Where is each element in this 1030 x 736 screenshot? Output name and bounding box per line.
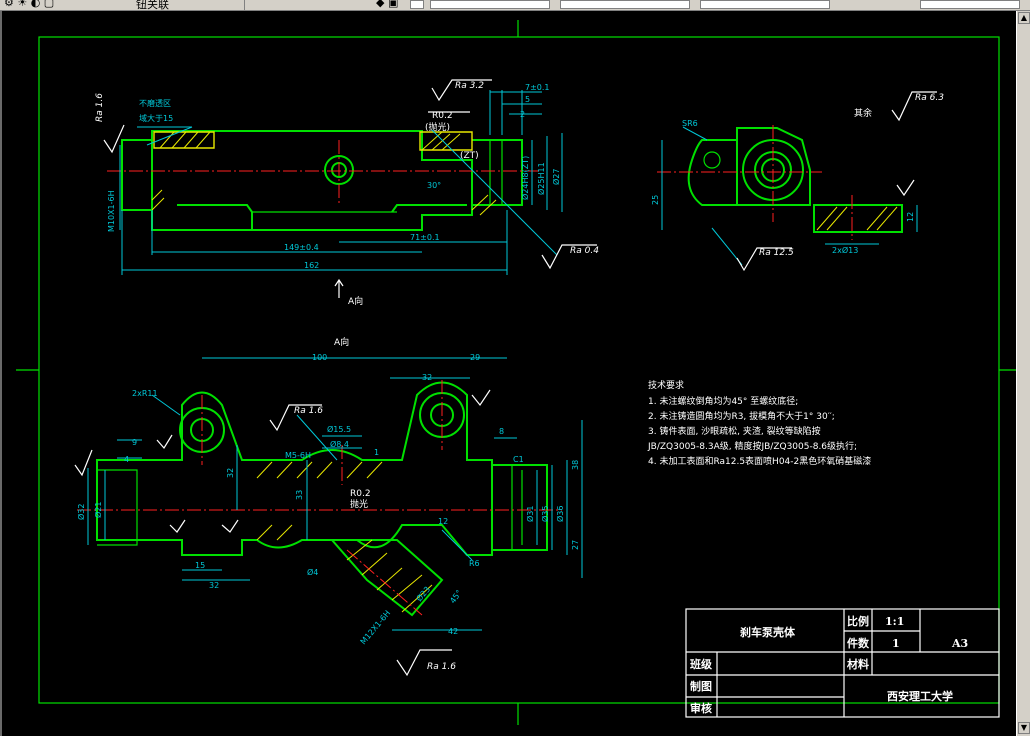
dim4-label: 4: [124, 455, 129, 464]
dim42-label: 42: [448, 627, 458, 636]
linetype-dropdown[interactable]: [700, 0, 830, 9]
title-block: 刹车泵壳体 比例 1:1 件数 1 A3 材料 班级 制图 审核 西安理工大学: [685, 608, 1000, 718]
drawn-label: 制图: [690, 679, 712, 693]
dim32v-label: 32: [226, 468, 235, 478]
toolbar: ⚙ ☀ ◐ ▢ 钮关联 ◆ ▣: [0, 0, 1030, 11]
d25-label: Ø25H11: [536, 162, 546, 195]
toolbar-separator: [244, 0, 245, 10]
dim2-label: 2: [520, 110, 525, 119]
tech-line-4: JB/ZQ3005-8.3A级, 精度按JB/ZQ3005-8.6级执行;: [647, 440, 857, 452]
sr6-label: SR6: [682, 119, 698, 128]
dim32-top-label: 32: [422, 373, 432, 382]
qty-label: 件数: [847, 636, 870, 650]
part-name: 刹车泵壳体: [740, 625, 796, 639]
r6-label: R6: [469, 559, 480, 568]
r11-label: 2xR11: [132, 389, 158, 398]
d84-label: Ø8.4: [330, 439, 349, 449]
dim71-label: 71±0.1: [410, 233, 440, 242]
angle30-label: 30°: [427, 181, 441, 190]
zt-label: (ZT): [460, 151, 479, 161]
dim15-label: 15: [195, 561, 205, 570]
qty-value: 1: [892, 637, 900, 650]
d36-label: Ø36: [555, 506, 565, 522]
sheet-size: A3: [951, 637, 968, 650]
region-label-1: 不磨透区: [139, 98, 171, 108]
c1-label: C1: [513, 455, 524, 464]
review-label: 审核: [690, 701, 712, 715]
rest-label: 其余: [854, 107, 872, 119]
ra16b-label: Ra 1.6: [294, 406, 323, 416]
tech-line-2: 2. 未注铸造圆角均为R3, 拔模角不大于1° 30′′;: [648, 410, 835, 422]
dim29-label: 29: [470, 353, 480, 362]
r02-label: R0.2: [432, 111, 453, 121]
scroll-down-icon[interactable]: ▼: [1018, 722, 1030, 734]
m12-label: M12X1-6H: [359, 609, 393, 647]
lineweight-dropdown[interactable]: [920, 0, 1020, 9]
tech-line-1: 1. 未注螺纹倒角均为45° 至螺纹底径;: [648, 395, 798, 407]
material-label: 材料: [847, 657, 869, 671]
dim162-label: 162: [304, 261, 319, 270]
dim27-label: 27: [571, 540, 580, 550]
scale-value: 1:1: [885, 615, 904, 628]
dim9-label: 9: [132, 438, 137, 447]
ra16c-label: Ra 1.6: [427, 662, 456, 672]
ra16-left-label: Ra 1.6: [95, 93, 105, 122]
m5-label: M5-6H: [285, 451, 311, 460]
file-tab[interactable]: 钮关联: [136, 0, 169, 11]
class-label: 班级: [690, 657, 713, 671]
dim38-label: 38: [571, 460, 580, 470]
d4-label: Ø4: [307, 567, 318, 577]
tech-requirements: 技术要求 1. 未注螺纹倒角均为45° 至螺纹底径; 2. 未注铸造圆角均为R3…: [647, 379, 871, 467]
dim7-label: 7±0.1: [525, 83, 550, 92]
r02b-label: R0.2: [350, 489, 371, 499]
color-dropdown[interactable]: [560, 0, 690, 9]
layer-control-button[interactable]: [410, 0, 424, 9]
a-view-title: A向: [334, 336, 349, 348]
a-direction-arrow-label: A向: [348, 295, 363, 307]
d31-label: Ø31: [525, 506, 535, 522]
ra04-label: Ra 0.4: [570, 246, 599, 256]
d21-label: Ø21: [93, 502, 103, 518]
a-view: A向: [74, 336, 583, 677]
dim149-label: 149±0.4: [284, 243, 319, 252]
layer-icon[interactable]: ◆ ▣: [376, 0, 399, 9]
ra32-label: Ra 3.2: [455, 81, 484, 91]
tech-line-5: 4. 未加工表面和Ra12.5表面喷H04-2黑色环氧硝基磁漆: [648, 455, 871, 467]
vertical-scrollbar[interactable]: ▲ ▼: [1016, 11, 1030, 736]
top-view: Ra 3.2 Ra 1.6 R0.2 (抛光) (ZT) 30° Ø24H8(Z…: [95, 79, 599, 307]
drawing-frame: [38, 36, 1000, 704]
tech-line-3: 3. 铸件表面, 沙眼疏松, 夹渣, 裂纹等缺陷按: [648, 425, 821, 437]
ra63-label: Ra 6.3: [915, 93, 944, 103]
dim5-label: 5: [525, 95, 530, 104]
d24-label: Ø24H8(ZT): [520, 156, 530, 200]
cad-drawing: Ra 3.2 Ra 1.6 R0.2 (抛光) (ZT) 30° Ø24H8(Z…: [16, 20, 1016, 725]
scale-label: 比例: [847, 614, 869, 628]
region-label-2: 域大于15: [139, 113, 173, 123]
dim12-label: 12: [906, 212, 915, 222]
dim1-label: 1: [374, 448, 379, 457]
toolbar-icons[interactable]: ⚙ ☀ ◐ ▢: [4, 0, 55, 9]
drawing-canvas[interactable]: Ra 3.2 Ra 1.6 R0.2 (抛光) (ZT) 30° Ø24H8(Z…: [0, 11, 1016, 736]
scroll-up-icon[interactable]: ▲: [1018, 12, 1030, 24]
tech-title: 技术要求: [648, 379, 684, 391]
dim100-label: 100: [312, 353, 327, 362]
d32-label: Ø32: [76, 504, 86, 520]
layer-dropdown[interactable]: [430, 0, 550, 9]
polish-label: (抛光): [425, 121, 450, 133]
dim25-label: 25: [651, 195, 660, 205]
d27-label: Ø27: [551, 169, 561, 185]
ra125-label: Ra 12.5: [759, 248, 794, 258]
d13-label: 2xØ13: [832, 245, 858, 255]
ang45-label: 45°: [448, 588, 464, 605]
side-view: 其余 Ra 6.3 SR6 25 Ra 12.5 2xØ13 12: [651, 91, 944, 272]
school-name: 西安理工大学: [887, 689, 953, 703]
dim32b-label: 32: [209, 581, 219, 590]
d155-label: Ø15.5: [327, 424, 351, 434]
m10-label: M10X1-6H: [107, 190, 116, 232]
dim8-label: 8: [499, 427, 504, 436]
dim33-label: 33: [295, 490, 304, 500]
polish2-label: 抛光: [350, 498, 368, 510]
d35-label: Ø35: [540, 506, 550, 522]
dim12b-label: 12: [438, 517, 448, 526]
